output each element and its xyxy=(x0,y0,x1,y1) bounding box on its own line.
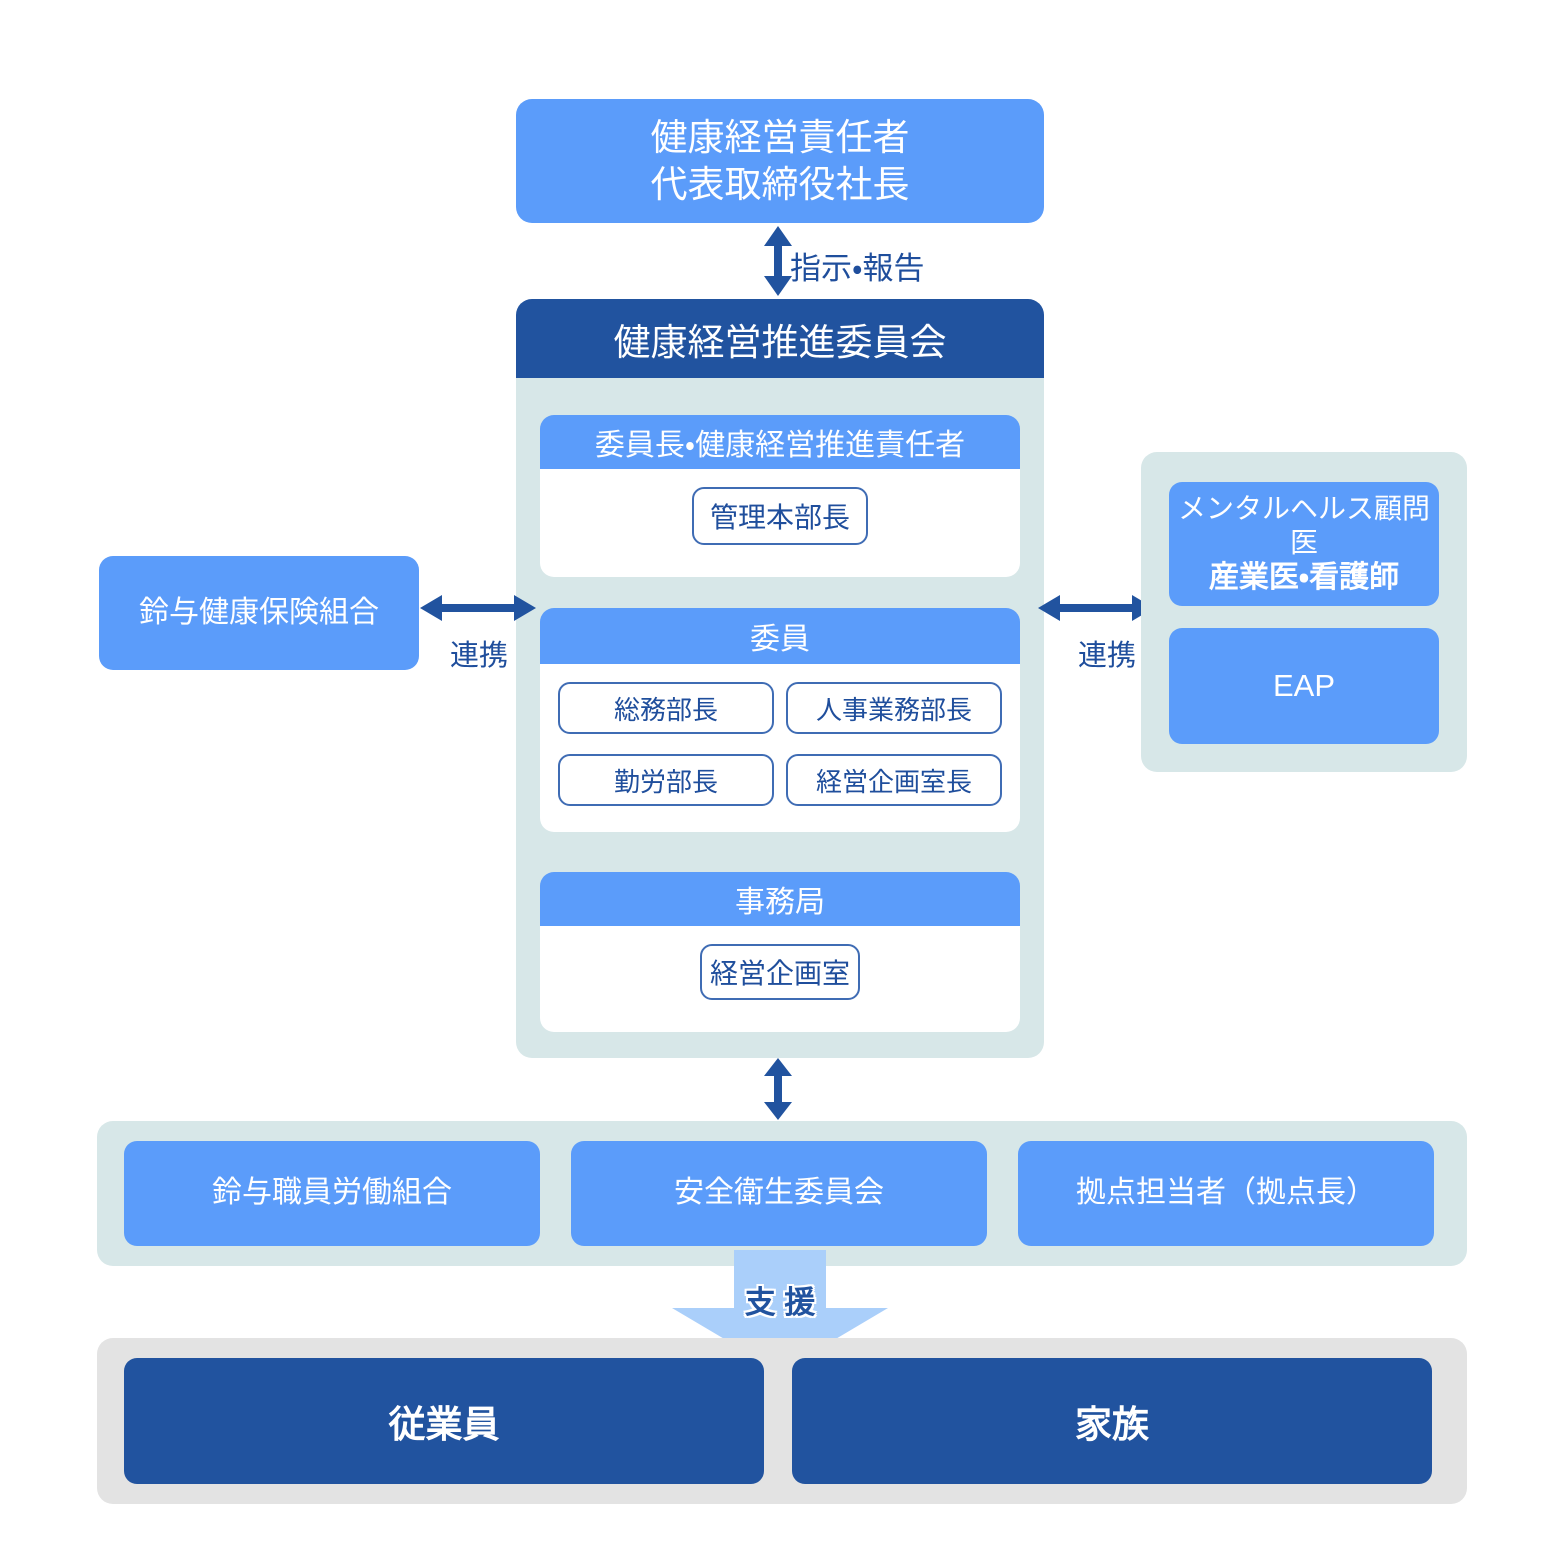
chair-group: 委員長・健康経営推進責任者 管理本部長 xyxy=(540,415,1020,577)
member-pill: 経営企画室長 xyxy=(786,754,1002,806)
beneficiary-box: 従業員 xyxy=(124,1358,764,1484)
chair-band-label: 委員長・健康経営推進責任者 xyxy=(540,415,1020,469)
support-label: 支 援 xyxy=(744,1285,816,1320)
instruction-report-label: 指示・報告 xyxy=(790,251,925,286)
member-pill: 人事業務部長 xyxy=(786,682,1002,734)
mental-health-advisor-box: メンタルヘルス顧問医 産業医・看護師 xyxy=(1169,482,1439,606)
top-executive-line1: 健康経営責任者 xyxy=(650,116,910,158)
instruction-report-arrow-icon xyxy=(764,226,792,296)
secretariat-member-pill: 経営企画室 xyxy=(700,944,860,1000)
top-executive-line2: 代表取締役社長 xyxy=(650,164,910,205)
mental-health-advisor-line1: メンタルヘルス顧問医 xyxy=(1177,492,1430,558)
support-row-item: 鈴与職員労働組合 xyxy=(124,1141,540,1246)
right-cooperation-arrow-icon xyxy=(1038,595,1154,621)
left-cooperation-label: 連携 xyxy=(449,640,508,672)
committee-support-arrow-icon xyxy=(764,1058,792,1120)
member-pill: 勤労部長 xyxy=(558,754,774,806)
support-big-arrow-icon xyxy=(672,1250,888,1372)
members-group: 委員 総務部長 人事業務部長 勤労部長 経営企画室長 xyxy=(540,608,1020,832)
members-band-label: 委員 xyxy=(540,608,1020,664)
member-pill: 総務部長 xyxy=(558,682,774,734)
eap-box: EAP xyxy=(1169,628,1439,744)
support-row-item: 拠点担当者（拠点長） xyxy=(1018,1141,1434,1246)
secretariat-band-label: 事務局 xyxy=(540,872,1020,926)
chair-member-pill: 管理本部長 xyxy=(692,487,868,545)
secretariat-group: 事務局 経営企画室 xyxy=(540,872,1020,1032)
top-executive-box: 健康経営責任者 代表取締役社長 xyxy=(516,99,1044,223)
left-cooperation-arrow-icon xyxy=(420,595,536,621)
support-row-item: 安全衛生委員会 xyxy=(571,1141,987,1246)
right-partner-panel: メンタルヘルス顧問医 産業医・看護師 EAP xyxy=(1141,452,1467,772)
mental-health-advisor-line2: 産業医・看護師 xyxy=(1208,560,1400,594)
left-partner-box: 鈴与健康保険組合 xyxy=(99,556,419,670)
beneficiary-box: 家族 xyxy=(792,1358,1432,1484)
right-cooperation-label: 連携 xyxy=(1077,640,1136,672)
committee-header: 健康経営推進委員会 xyxy=(516,299,1044,378)
